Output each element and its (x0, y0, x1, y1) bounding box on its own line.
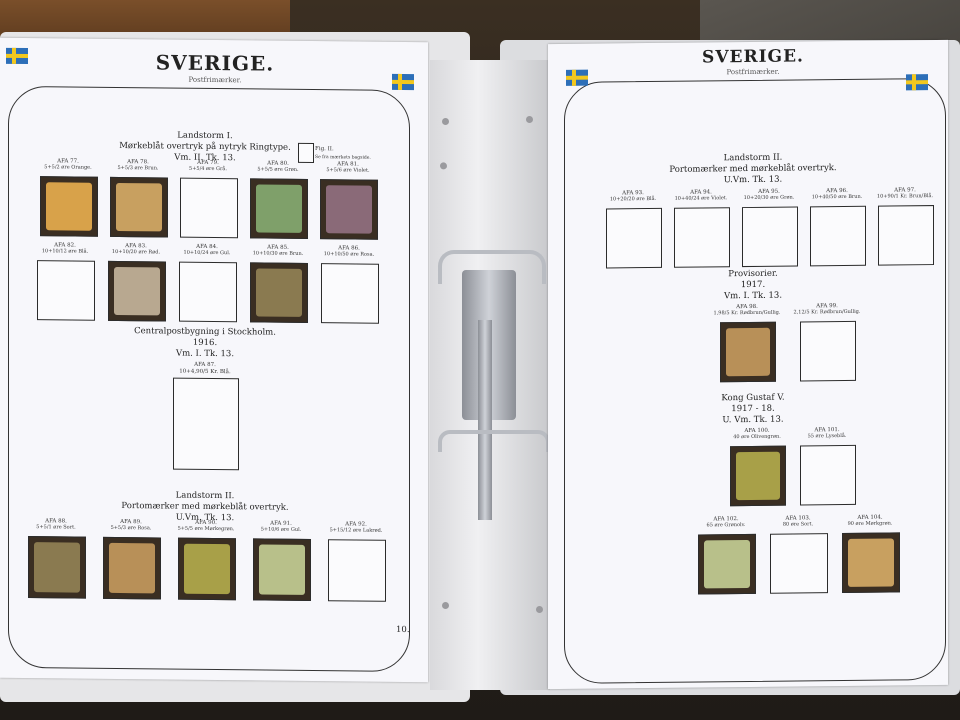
empty-stamp-slot (800, 444, 856, 506)
stamp-design (326, 185, 372, 234)
stamp-image (40, 176, 98, 237)
stamp-design (725, 327, 771, 376)
stamp-image (250, 178, 308, 239)
stamp-design (114, 267, 160, 316)
stamp-image (253, 538, 311, 602)
stamp-description: 2,12/5 Kr. Rødbrun/Gullig. (793, 308, 861, 316)
page-number: 10. (396, 624, 410, 636)
stamp-description: 5+10/6 øre Gul. (260, 526, 302, 533)
stamp-description: 90 øre Mørkgrøn. (847, 520, 893, 527)
punch-hole (526, 116, 533, 123)
stamp-description: 55 øre Lyseblå. (807, 432, 847, 440)
empty-stamp-slot (770, 533, 828, 594)
stamp-description: 5+15/12 øre Lakrød. (329, 527, 383, 534)
page-title: SVERIGE. (155, 50, 275, 76)
stamp-description: 5+5/6 øre Violet. (326, 167, 370, 174)
swedish-flag-icon (392, 73, 414, 91)
empty-stamp-slot (179, 261, 237, 323)
empty-stamp-slot (810, 205, 866, 267)
stamp-description: 1,98/5 Kr. Rødbrun/Gullig. (713, 309, 781, 317)
empty-stamp-slot (800, 320, 856, 382)
stamp-image (698, 533, 756, 595)
swedish-flag-icon (906, 74, 928, 91)
stamp-image (108, 260, 166, 322)
empty-stamp-slot (606, 207, 662, 269)
empty-stamp-slot (37, 260, 95, 321)
empty-stamp-slot (878, 205, 934, 266)
punch-hole (536, 606, 543, 613)
stamp-design (704, 540, 750, 589)
punch-hole (440, 162, 447, 170)
empty-stamp-slot (674, 207, 730, 268)
punch-hole (442, 118, 449, 125)
stamp-image (103, 536, 161, 600)
stamp-design (256, 268, 302, 317)
binder-ring-bottom (438, 430, 550, 452)
stamp-design (46, 182, 92, 231)
stamp-design (259, 544, 305, 595)
swedish-flag-icon (6, 47, 28, 65)
stamp-design (184, 544, 230, 594)
stamp-image (250, 262, 308, 323)
binder-ring-top (438, 250, 546, 284)
stamp-image (28, 536, 86, 599)
stamp-description: 10+4,90/5 Kr. Blå. (179, 368, 231, 376)
stamp-design (735, 451, 781, 500)
stamp-design (848, 538, 894, 587)
page-subtitle: Postfrimærker. (726, 67, 780, 77)
stamp-image (720, 321, 776, 383)
stamp-image (842, 532, 900, 594)
stamp-design (116, 183, 162, 232)
stamp-design (109, 543, 155, 593)
album-page-left: SVERIGE. Postfrimærker. Fig. II. Se fra … (0, 37, 447, 683)
empty-stamp-slot (180, 177, 238, 239)
stamp-description: 5+5/5 øre Mørkegrøn. (177, 525, 235, 533)
empty-stamp-slot (328, 539, 386, 602)
page-title: SVERIGE. (702, 46, 804, 68)
stamp-description: 10+90/1 Kr. Brun/Blå. (876, 193, 934, 200)
stamp-design (34, 542, 80, 593)
swedish-flag-icon (566, 69, 588, 86)
stamp-description: 10+10/50 øre Rosa. (323, 251, 375, 258)
punch-hole (442, 602, 449, 609)
empty-stamp-slot (321, 263, 379, 324)
stamp-image (320, 179, 378, 240)
stamp-image (178, 537, 236, 601)
binder-lever (478, 320, 492, 520)
album-page-right: SVERIGE. Postfrimærker. Landstorm II. Po… (548, 39, 948, 690)
page-subtitle: Postfrimærker. (188, 75, 242, 85)
empty-stamp-slot (742, 206, 798, 268)
stamp-design (256, 184, 302, 233)
stamp-description: 5+5/1 øre Sort. (36, 524, 76, 531)
empty-stamp-slot (173, 377, 239, 471)
stamp-description: 5+5/3 øre Rosa. (110, 524, 152, 532)
stamp-image (110, 176, 168, 238)
stamp-image (730, 445, 786, 507)
